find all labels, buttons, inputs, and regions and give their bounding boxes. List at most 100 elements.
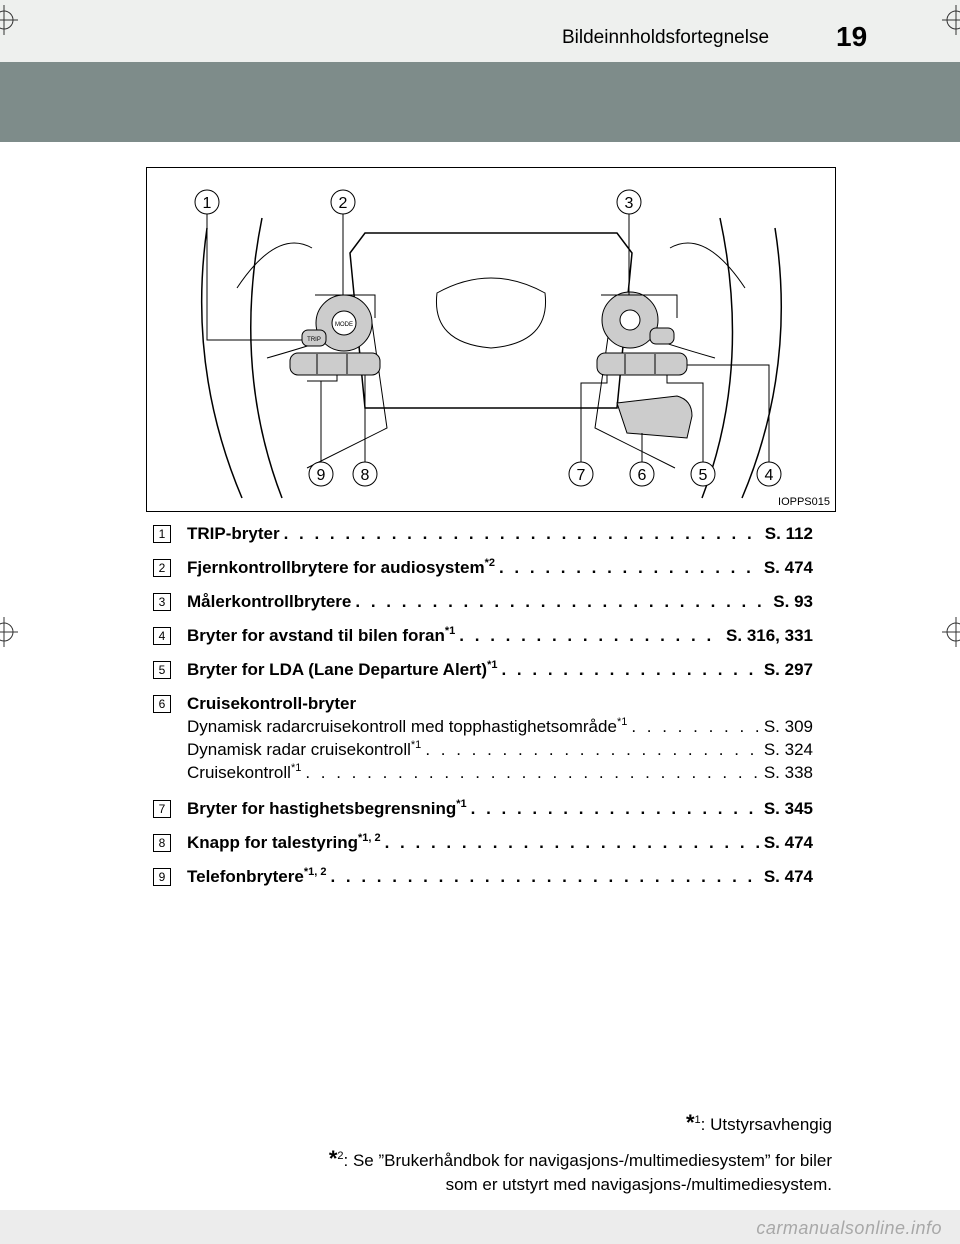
watermark-text: carmanualsonline.info: [756, 1218, 942, 1238]
entry-label: Målerkontrollbrytere: [187, 592, 352, 611]
entry-5: 5 Bryter for LDA (Lane Departure Alert)*…: [153, 660, 813, 682]
leader-dots: [330, 867, 759, 887]
callout-7: 7: [568, 461, 594, 487]
entry-9: 9 Telefonbrytere*1, 2 S. 474: [153, 867, 813, 889]
header-title: Bildeinnholdsfortegnelse: [562, 27, 770, 48]
sub-label: Dynamisk radar cruisekontroll: [187, 740, 411, 759]
leader-dots: [355, 592, 769, 612]
entry-footnote-ref: *1: [444, 626, 456, 637]
entry-1: 1 TRIP-bryter S. 112: [153, 524, 813, 546]
entry-number: 5: [153, 661, 171, 679]
footnote-text: : Utstyrsavhengig: [700, 1115, 832, 1134]
leader-dots: [499, 558, 760, 578]
entry-footnote-ref: *1, 2: [303, 867, 327, 878]
svg-text:1: 1: [203, 195, 212, 212]
sub-label: Cruisekontroll: [187, 763, 291, 782]
callout-2: 2: [330, 189, 356, 215]
footnote-sup: 2: [337, 1150, 344, 1162]
svg-text:4: 4: [765, 467, 774, 484]
page-number: 19: [836, 21, 868, 52]
leader-dots: [459, 626, 722, 646]
entry-4: 4 Bryter for avstand til bilen foran*1 S…: [153, 626, 813, 648]
entry-page: S. 474: [763, 558, 813, 577]
entry-number: 8: [153, 834, 171, 852]
entry-number: 4: [153, 627, 171, 645]
footnote-2: *2: Se ”Brukerhåndbok for navigasjons-/m…: [329, 1148, 832, 1196]
entry-2: 2 Fjernkontrollbrytere for audiosystem*2…: [153, 558, 813, 580]
registration-mark-middle-right: [942, 617, 960, 647]
entry-page: S. 474: [763, 867, 813, 886]
footnote-1: *1: Utstyrsavhengig: [686, 1112, 832, 1138]
entry-6-sub-2: Dynamisk radar cruisekontroll*1 S. 324: [187, 740, 813, 760]
entry-number: 7: [153, 800, 171, 818]
entry-label: Knapp for talestyring: [187, 833, 358, 852]
footnote-mark: *: [328, 1146, 338, 1171]
callout-5: 5: [690, 461, 716, 487]
registration-mark-top-left: [0, 5, 18, 35]
leader-dots: [284, 524, 761, 544]
entry-label: Cruisekontroll-bryter: [187, 694, 357, 713]
header-band: [0, 0, 960, 62]
callout-8: 8: [352, 461, 378, 487]
sub-footnote-ref: *1: [410, 740, 422, 751]
callout-4: 4: [756, 461, 782, 487]
entry-8: 8 Knapp for talestyring*1, 2 S. 474: [153, 833, 813, 855]
svg-text:5: 5: [699, 467, 708, 484]
entry-7: 7 Bryter for hastighetsbegrensning*1 S. …: [153, 799, 813, 821]
svg-text:8: 8: [361, 467, 370, 484]
callout-1: 1: [194, 189, 220, 215]
entry-footnote-ref: *2: [484, 558, 495, 569]
svg-text:9: 9: [317, 467, 326, 484]
registration-mark-middle-left: [0, 617, 18, 647]
entry-label: Telefonbrytere: [187, 867, 304, 886]
entry-6: 6 Cruisekontroll-bryter Dynamisk radarcr…: [153, 694, 813, 786]
footnote-sup: 1: [694, 1114, 701, 1126]
callout-6: 6: [629, 461, 655, 487]
entry-footnote-ref: *1, 2: [357, 833, 381, 844]
registration-mark-top-right: [942, 5, 960, 35]
callout-9: 9: [308, 461, 334, 487]
entry-label: Bryter for avstand til bilen foran: [187, 626, 445, 645]
entry-page: S. 112: [764, 524, 813, 543]
sub-footnote-ref: *1: [290, 763, 302, 774]
leader-dots: [631, 717, 760, 737]
entry-6-sub-3: Cruisekontroll*1 S. 338: [187, 763, 813, 783]
sub-footnote-ref: *1: [616, 717, 628, 728]
entry-page: S. 297: [763, 660, 813, 679]
entry-page: S. 345: [763, 799, 813, 818]
entry-number: 3: [153, 593, 171, 611]
svg-text:3: 3: [625, 195, 634, 212]
leader-dots: [385, 833, 760, 853]
leader-lines: [206, 214, 770, 462]
mode-button-label: MODE: [335, 322, 353, 328]
sub-label: Dynamisk radarcruisekontroll med topphas…: [187, 717, 617, 736]
entry-label: Bryter for hastighetsbegrensning: [187, 799, 457, 818]
sub-page: S. 309: [763, 717, 813, 736]
entry-number: 2: [153, 559, 171, 577]
callout-3: 3: [616, 189, 642, 215]
steering-wheel-figure: MODE TRIP 1 2 3 9 8: [146, 167, 836, 512]
sub-page: S. 324: [763, 740, 813, 759]
steering-wheel-illustration: MODE TRIP 1 2 3 9 8: [194, 189, 783, 499]
entry-3: 3 Målerkontrollbrytere S. 93: [153, 592, 813, 614]
leader-dots: [425, 740, 760, 760]
svg-text:7: 7: [577, 467, 586, 484]
entry-label: Fjernkontrollbrytere for audiosystem: [187, 558, 485, 577]
leader-dots: [471, 799, 760, 819]
entry-number: 1: [153, 525, 171, 543]
entry-6-sub-1: Dynamisk radarcruisekontroll med topphas…: [187, 717, 813, 737]
figure-code: IOPPS015: [778, 496, 830, 508]
entry-label: Bryter for LDA (Lane Departure Alert): [187, 660, 488, 679]
entry-page: S. 474: [763, 833, 813, 852]
sub-page: S. 338: [763, 763, 813, 782]
watermark-bar: carmanualsonline.info: [0, 1210, 960, 1244]
footnote-text-line2: som er utstyrt med navigasjons-/multimed…: [445, 1175, 832, 1194]
footnote-mark: *: [685, 1110, 695, 1135]
entry-number: 9: [153, 868, 171, 886]
svg-text:2: 2: [339, 195, 348, 212]
section-band: [0, 62, 960, 142]
svg-text:6: 6: [638, 467, 647, 484]
leader-dots: [501, 660, 759, 680]
leader-dots: [305, 763, 760, 783]
entry-footnote-ref: *1: [456, 799, 467, 810]
